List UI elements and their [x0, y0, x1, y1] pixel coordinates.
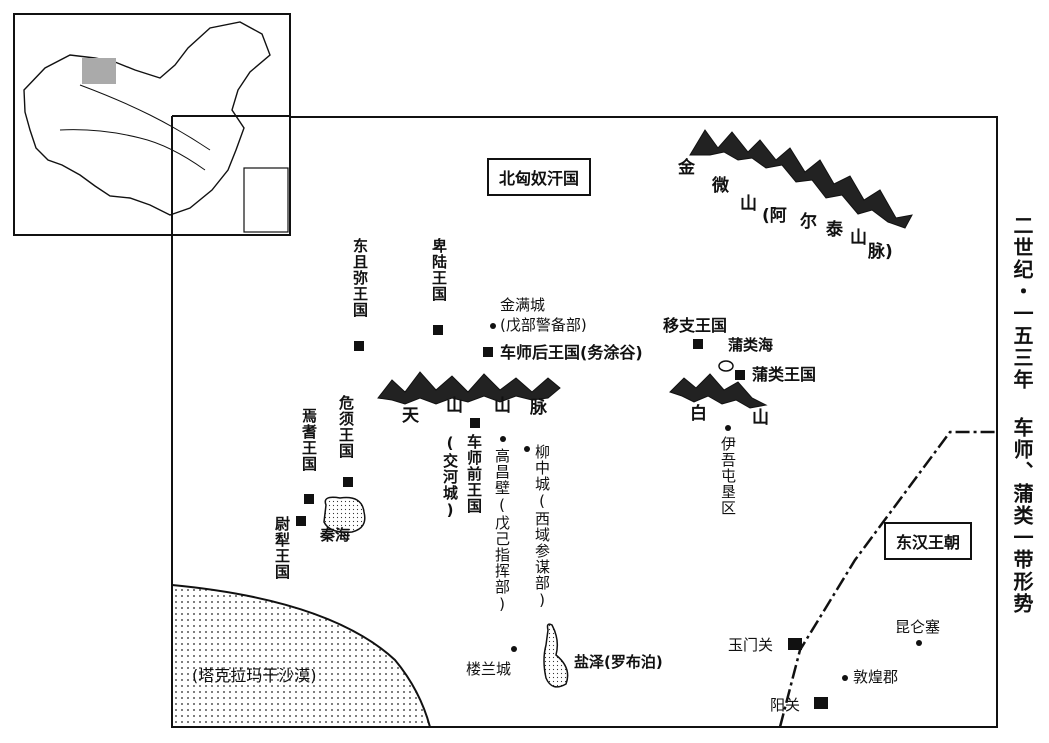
north-xiongnu-label: 北匈奴汗国 — [487, 158, 592, 196]
jinwei-char-6: 山 — [850, 228, 867, 248]
map-title: 二世纪・一五三年 车师、蒲类一带形势 — [1010, 215, 1034, 615]
kunlun-marker — [916, 640, 922, 646]
kunlun-label: 昆仑塞 — [895, 618, 941, 636]
cheshi-back-marker — [483, 347, 493, 357]
jinwei-char-2: 山 — [740, 194, 757, 214]
yanze-lake — [543, 623, 569, 688]
yumen-marker — [788, 638, 802, 650]
gaochang-marker — [500, 436, 506, 442]
baishan-char-1: 山 — [752, 408, 769, 428]
tianshan-char-3: 脉 — [530, 398, 547, 418]
yanqi-label: 焉耆王国 — [300, 408, 318, 472]
map-frame — [171, 116, 998, 728]
yangguan-label: 阳关 — [770, 696, 801, 714]
yiwu-label: 伊吾屯垦区 — [719, 436, 737, 516]
baishan-range — [669, 373, 768, 409]
jinwei-char-1: 微 — [712, 176, 729, 196]
pulei-marker — [735, 370, 745, 380]
dunhuang-label: 敦煌郡 — [853, 668, 899, 686]
weixu-label: 危须王国 — [337, 395, 355, 459]
pulei-sea-lake — [718, 360, 734, 372]
gaochang-label: 高昌壁(戊己指挥部) — [493, 448, 511, 614]
china-outline — [23, 21, 271, 216]
yiwu-marker — [725, 425, 731, 431]
yumen-label: 玉门关 — [728, 636, 774, 654]
wubu-label: (戊部警备部) — [500, 316, 587, 334]
dongqiemi-label: 东且弥王国 — [351, 238, 369, 318]
qin-sea-lake — [323, 496, 366, 534]
jinwei-char-7: 脉) — [868, 242, 893, 262]
pulei-sea-label: 蒲类海 — [728, 336, 774, 354]
liuzhong-marker — [524, 446, 530, 452]
beilu-label: 卑陆王国 — [430, 238, 448, 302]
inset-frame — [13, 13, 291, 236]
cheshi-front-label: 车师前王国 — [465, 434, 483, 514]
jiaohe-label: (交河城) — [441, 434, 459, 520]
tianshan-range — [377, 371, 561, 405]
yizhi-label: 移支王国 — [663, 316, 728, 335]
taklamakan-desert — [171, 583, 432, 728]
yanqi-marker — [304, 494, 314, 504]
han-border-line — [778, 430, 997, 728]
yizhi-marker — [693, 339, 703, 349]
jinman-label: 金满城 — [500, 296, 546, 314]
dongqiemi-marker — [354, 341, 364, 351]
baishan-char-0: 白 — [690, 404, 707, 424]
tianshan-char-2: 山 — [494, 396, 511, 416]
tianshan-char-0: 天 — [402, 406, 419, 426]
loulan-label: 楼兰城 — [466, 660, 512, 678]
taklamakan-label: (塔克拉玛干沙漠) — [192, 666, 317, 685]
jinwei-char-0: 金 — [678, 158, 695, 178]
weili-marker — [296, 516, 306, 526]
cheshi-back-label: 车师后王国(务涂谷) — [500, 343, 643, 362]
jinwei-char-4: 尔 — [800, 212, 817, 232]
jinwei-char-3: (阿 — [762, 206, 787, 226]
inset-south-sea-box — [243, 167, 289, 233]
jinwei-mountain-range — [689, 129, 913, 229]
jinwei-char-5: 泰 — [826, 220, 843, 240]
loulan-marker — [511, 646, 517, 652]
tianshan-char-1: 山 — [446, 396, 463, 416]
eastern-han-label: 东汉王朝 — [884, 522, 973, 560]
weixu-marker — [343, 477, 353, 487]
weili-label: 尉犁王国 — [273, 516, 291, 580]
jinman-marker — [490, 323, 496, 329]
cheshi-front-marker — [470, 418, 480, 428]
liuzhong-label: 柳中城(西域参谋部) — [533, 444, 551, 610]
inset-highlight-area — [82, 58, 116, 84]
beilu-marker — [433, 325, 443, 335]
yanze-label: 盐泽(罗布泊) — [574, 653, 663, 671]
dunhuang-marker — [842, 675, 848, 681]
yangguan-marker — [814, 697, 828, 709]
qin-sea-label: 秦海 — [320, 526, 351, 544]
pulei-label: 蒲类王国 — [752, 365, 817, 384]
